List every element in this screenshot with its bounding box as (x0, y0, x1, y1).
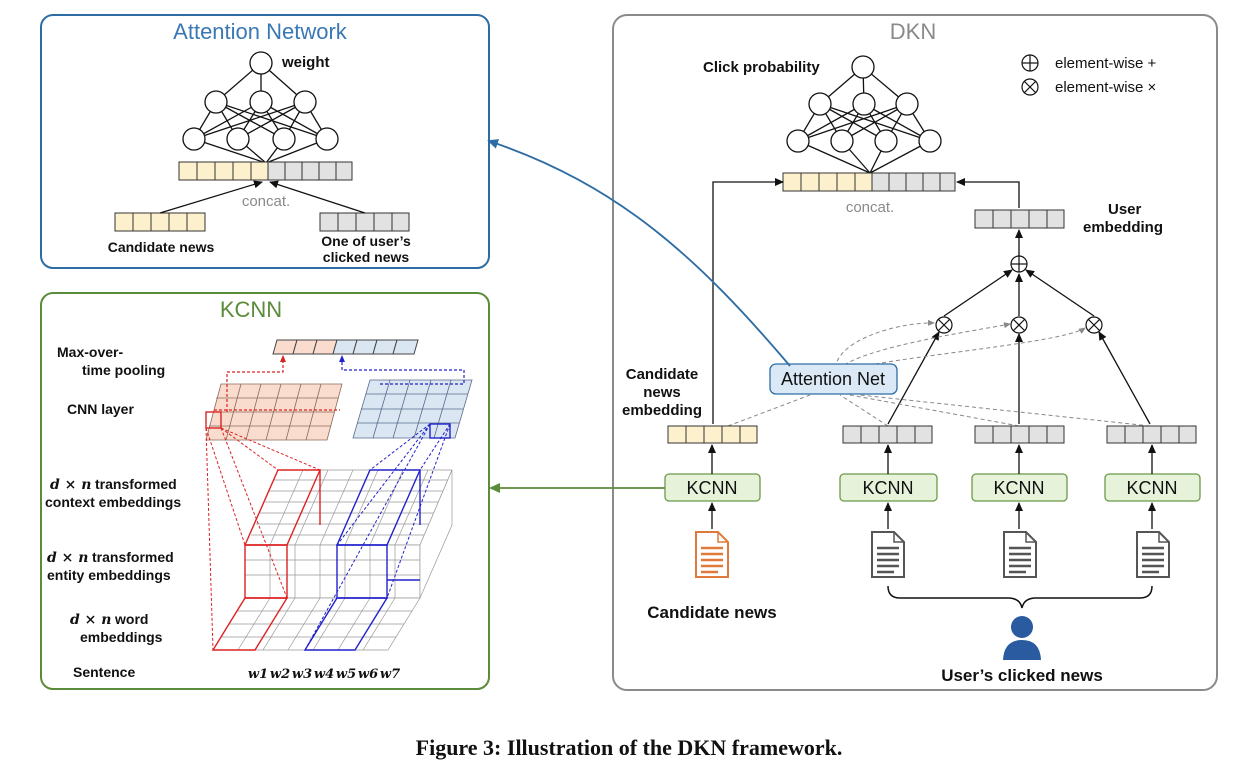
filter-projection-lines (205, 423, 451, 651)
maxpool-label-2: time pooling (82, 362, 165, 378)
kcnn-box-label: KCNN (1126, 478, 1177, 498)
maxpool-label-1: Max-over- (57, 344, 123, 360)
dkn-concat-vector (782, 172, 956, 192)
attention-net-label: Attention Net (781, 369, 885, 389)
circled-times-icon (935, 316, 953, 334)
candidate-news-label: Candidate news (647, 603, 776, 622)
word-label-2: embeddings (80, 629, 163, 645)
cnn-feature-map-red (205, 383, 343, 441)
legend: element-wise + element-wise × (1021, 54, 1157, 96)
word-label-1: word (114, 611, 148, 627)
attention-clicked-label-1: One of user’s (321, 233, 411, 249)
kcnn-box-label: KCNN (993, 478, 1044, 498)
candidate-embedding-label-1: Candidate (626, 366, 699, 383)
embedding-cube (212, 469, 453, 651)
circled-times-icon (1021, 78, 1039, 96)
candidate-embedding-vector (667, 425, 758, 444)
word-token: w6 (358, 667, 378, 682)
context-label-2: context embeddings (45, 494, 181, 510)
attention-network-title: Attention Network (173, 19, 348, 44)
cnn-layer-label: CNN layer (67, 401, 134, 417)
candidate-embedding-label-2: news (643, 384, 681, 401)
kcnn-box-label: KCNN (862, 478, 913, 498)
dkn-panel: DKN element-wise + element-wise × Click … (612, 14, 1218, 691)
kcnn-box-clicked-3: KCNN (1104, 473, 1201, 502)
document-icon (871, 531, 905, 578)
word-token: w4 (314, 667, 334, 682)
maxpool-vector (272, 339, 419, 355)
times-node-edges (887, 269, 1151, 425)
attention-clicked-vector (319, 212, 410, 232)
legend-plus-label: element-wise + (1055, 55, 1157, 72)
attention-mlp (182, 51, 339, 164)
document-icon (695, 531, 729, 578)
entity-label-2: entity embeddings (47, 567, 171, 583)
click-probability-label: Click probability (703, 59, 820, 76)
attention-net-box: Attention Net (769, 363, 898, 395)
sentence-words: w1 w2 w3 w4 w5 w6 w7 (248, 667, 400, 682)
attention-candidate-vector (114, 212, 206, 232)
user-icon (1003, 616, 1041, 660)
entity-dxn: d × n (47, 550, 88, 566)
blue-filter (303, 469, 422, 651)
dkn-mlp (786, 55, 942, 174)
clicked-news-brace (887, 585, 1153, 609)
word-token: w5 (336, 667, 356, 682)
cnn-feature-map-blue (352, 379, 473, 439)
kcnn-box-candidate: KCNN (664, 473, 761, 502)
user-embedding-label-1: User (1108, 201, 1142, 218)
word-token: w1 (248, 667, 268, 682)
document-icon (1003, 531, 1037, 578)
sentence-label: Sentence (73, 664, 135, 680)
circled-plus-icon (1010, 255, 1028, 273)
document-icon (1136, 531, 1170, 578)
user-embedding-vector (974, 209, 1065, 229)
attention-concat-label: concat. (242, 193, 290, 210)
attention-concat-vector (178, 161, 353, 181)
legend-times-label: element-wise × (1055, 79, 1156, 96)
context-dxn: d × n (50, 477, 91, 493)
kcnn-panel: KCNN Max-over- time pooling CNN layer d … (40, 292, 490, 690)
context-label-1: transformed (95, 476, 177, 492)
dkn-vertical-arrows (708, 444, 1156, 529)
users-clicked-news-label: User’s clicked news (941, 666, 1103, 685)
entity-label-1: transformed (92, 549, 174, 565)
user-embedding-label-2: embedding (1083, 219, 1163, 236)
word-dxn: d × n (70, 612, 111, 628)
word-token: w7 (380, 667, 400, 682)
word-token: w3 (292, 667, 312, 682)
circled-times-icon (1010, 316, 1028, 334)
attention-net-link-arrow (487, 139, 791, 367)
kcnn-box-clicked-1: KCNN (839, 473, 938, 502)
clicked-embedding-vector-2 (974, 425, 1065, 444)
dkn-concat-label: concat. (846, 199, 894, 216)
kcnn-title: KCNN (220, 297, 282, 322)
attention-candidate-label: Candidate news (108, 239, 215, 255)
attention-network-panel: Attention Network weight concat. (40, 14, 490, 269)
clicked-embedding-vector-1 (842, 425, 933, 444)
candidate-embedding-label-3: embedding (622, 402, 702, 419)
circled-plus-icon (1021, 54, 1039, 72)
kcnn-box-label: KCNN (686, 478, 737, 498)
figure-caption: Figure 3: Illustration of the DKN framew… (416, 735, 843, 760)
circled-times-icon (1085, 316, 1103, 334)
weight-label: weight (281, 54, 330, 71)
attention-clicked-label-2: clicked news (323, 249, 410, 265)
clicked-embedding-vector-3 (1106, 425, 1197, 444)
kcnn-box-clicked-2: KCNN (971, 473, 1068, 502)
word-token: w2 (270, 667, 290, 682)
dkn-title: DKN (890, 19, 936, 44)
